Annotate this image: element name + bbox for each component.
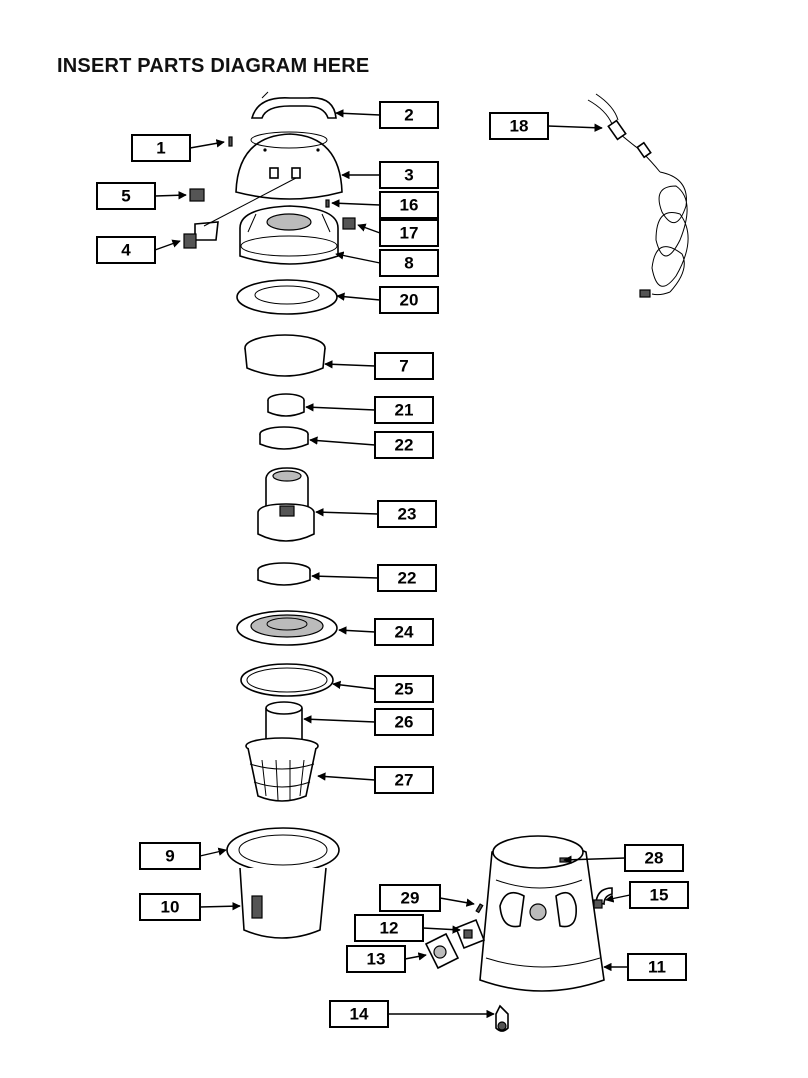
part-17-clip: [342, 217, 356, 230]
part-20-gasket: [236, 279, 338, 315]
callout-18: 18: [489, 112, 549, 140]
callout-label: 15: [650, 886, 669, 905]
callout-22-bottom: 22: [377, 564, 437, 592]
callout-label: 4: [121, 241, 131, 260]
callout-10: 10: [139, 893, 201, 921]
callout-27: 27: [374, 766, 434, 794]
callout-3: 3: [379, 161, 439, 189]
part-24-mounting-plate: [236, 610, 338, 646]
callout-12: 12: [354, 914, 424, 942]
callout-label: 24: [395, 623, 414, 642]
callout-label: 22: [395, 436, 414, 455]
callout-label: 7: [399, 357, 408, 376]
callout-label: 12: [380, 919, 399, 938]
page-title: INSERT PARTS DIAGRAM HERE: [57, 55, 370, 77]
part-18-power-cord: [587, 93, 689, 298]
callout-label: 22: [398, 569, 417, 588]
callout-29: 29: [379, 884, 441, 912]
callout-21: 21: [374, 396, 434, 424]
callout-1: 1: [131, 134, 191, 162]
callout-label: 13: [367, 950, 386, 969]
callout-15: 15: [629, 881, 689, 909]
part-22-seal-bottom: [257, 562, 311, 586]
callout-22-top: 22: [374, 431, 434, 459]
callout-label: 1: [156, 139, 165, 158]
callout-label: 25: [395, 680, 414, 699]
callout-label: 11: [648, 958, 666, 977]
callout-label: 2: [404, 106, 413, 125]
part-12-gasket: [454, 918, 486, 950]
part-8-motor-cover: [239, 205, 339, 265]
leader-lines: [154, 109, 631, 1019]
callout-13: 13: [346, 945, 406, 973]
part-22-seal-top: [259, 426, 309, 450]
part-7-ring: [244, 334, 326, 377]
callout-17: 17: [379, 219, 439, 247]
callout-2: 2: [379, 101, 439, 129]
callout-7: 7: [374, 352, 434, 380]
callout-8: 8: [379, 249, 439, 277]
callout-label: 20: [400, 291, 419, 310]
callout-20: 20: [379, 286, 439, 314]
part-3-top-housing: [235, 131, 343, 200]
callout-9: 9: [139, 842, 201, 870]
callout-label: 3: [404, 166, 413, 185]
part-15-hook: [593, 887, 613, 909]
part-10-tank-insert: [239, 867, 327, 939]
part-4-switch-plate: [183, 177, 297, 249]
part-2-handle: [250, 91, 337, 119]
part-21-collar: [267, 393, 305, 417]
part-29-screw: [475, 903, 484, 914]
callout-label: 18: [510, 117, 529, 136]
part-1-screw: [228, 136, 233, 147]
callout-label: 14: [350, 1005, 369, 1024]
callout-label: 5: [121, 187, 130, 206]
callout-5: 5: [96, 182, 156, 210]
callout-label: 29: [401, 889, 420, 908]
callout-label: 23: [398, 505, 417, 524]
part-16-screw: [325, 199, 330, 208]
callout-24: 24: [374, 618, 434, 646]
part-13-valve: [424, 932, 460, 970]
callout-26: 26: [374, 708, 434, 736]
part-25-gasket: [240, 663, 334, 697]
part-14-caster: [495, 1004, 509, 1032]
callout-label: 16: [400, 196, 419, 215]
callout-4: 4: [96, 236, 156, 264]
callout-label: 8: [404, 254, 413, 273]
callout-label: 27: [395, 771, 414, 790]
part-5-switch: [189, 188, 205, 202]
part-23-motor: [257, 467, 315, 542]
callout-11: 11: [627, 953, 687, 981]
callout-label: 28: [645, 849, 664, 868]
callout-23: 23: [377, 500, 437, 528]
callout-16: 16: [379, 191, 439, 219]
callout-label: 17: [400, 224, 419, 243]
callout-14: 14: [329, 1000, 389, 1028]
callout-25: 25: [374, 675, 434, 703]
part-9-rim: [226, 827, 340, 873]
callout-label: 10: [161, 898, 180, 917]
callout-label: 26: [395, 713, 414, 732]
part-27-filter-cage: [245, 737, 319, 802]
callout-label: 21: [395, 401, 414, 420]
callout-28: 28: [624, 844, 684, 872]
part-11-base: [479, 835, 605, 992]
callout-label: 9: [165, 847, 174, 866]
